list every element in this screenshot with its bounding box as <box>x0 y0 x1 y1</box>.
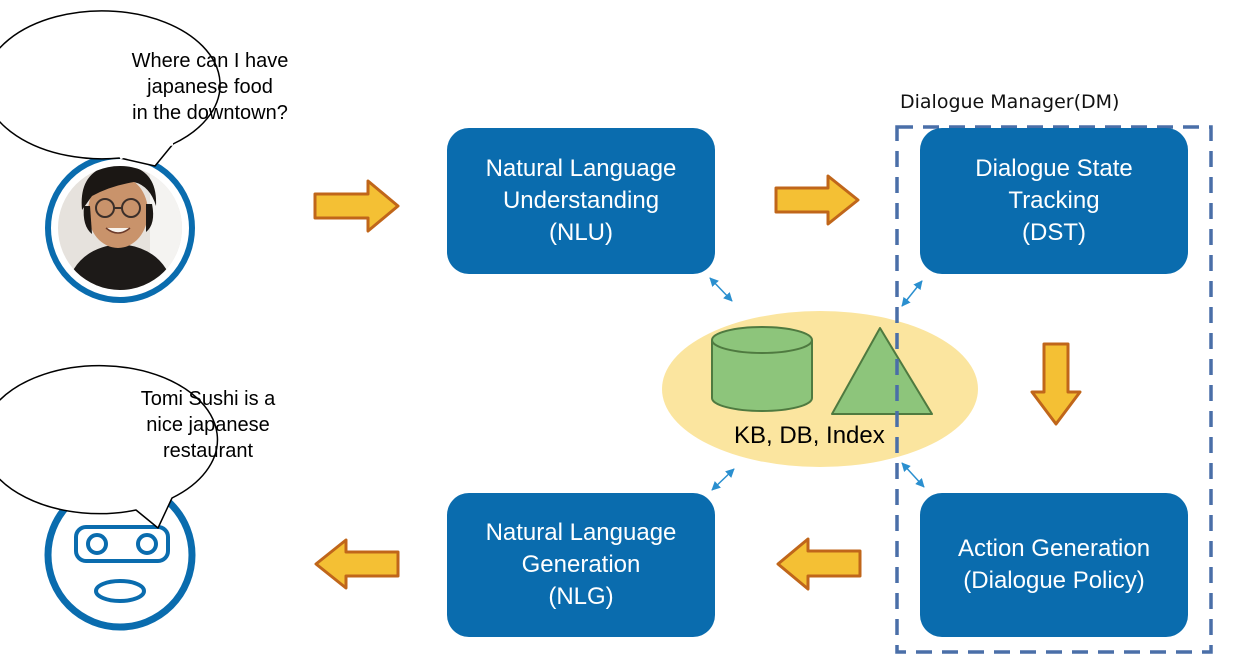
knowledge-store <box>662 311 978 467</box>
connector-kb-action <box>901 462 925 488</box>
nlu-line: Natural Language <box>485 155 677 182</box>
nlg-line: Generation <box>521 551 641 578</box>
bot-bubble-line: Tomi Sushi is a <box>140 388 276 410</box>
nlu-line: (NLU) <box>549 219 613 246</box>
connector-kb-nlg <box>711 468 735 491</box>
arrow-nlg-to-bot <box>314 538 400 590</box>
dst-line: (DST) <box>1022 219 1086 246</box>
connector-dst-kb <box>901 280 923 307</box>
dst-line: Tracking <box>1008 187 1100 214</box>
database-icon <box>711 326 813 412</box>
nlg-box: Natural Language Generation (NLG) <box>447 493 715 637</box>
nlg-line: Natural Language <box>485 519 677 546</box>
nlu-box: Natural Language Understanding (NLU) <box>447 128 715 274</box>
user-bubble-line: japanese food <box>147 76 273 98</box>
bot-bubble-line: restaurant <box>162 440 254 462</box>
arrow-nlu-to-dst <box>774 174 860 226</box>
user-speech-bubble <box>0 10 221 167</box>
arrow-user-to-nlu <box>313 179 400 233</box>
dialogue-manager-label: Dialogue Manager(DM) <box>900 91 1120 113</box>
user-avatar <box>45 153 195 303</box>
user-bubble-line: Where can I have <box>131 50 289 72</box>
bot-speech-bubble <box>0 364 219 529</box>
nlu-line: Understanding <box>502 187 660 214</box>
dst-line: Dialogue State <box>975 155 1133 182</box>
connector-nlu-kb <box>709 277 733 302</box>
connectors <box>709 277 925 491</box>
index-triangle-icon <box>831 327 933 415</box>
bot-bubble-line: nice japanese <box>146 414 270 436</box>
knowledge-label: KB, DB, Index <box>734 422 885 449</box>
nlg-line: (NLG) <box>548 583 614 610</box>
user-bubble-line: in the downtown? <box>132 102 288 124</box>
action-line: Action Generation <box>957 535 1151 562</box>
arrow-action-to-nlg <box>776 537 862 591</box>
action-line: (Dialogue Policy) <box>963 567 1145 594</box>
arrow-dst-to-action <box>1030 342 1082 426</box>
dst-box: Dialogue State Tracking (DST) <box>920 128 1188 274</box>
user-bubble-text: Where can I have japanese food in the do… <box>104 48 316 126</box>
action-generation-box: Action Generation (Dialogue Policy) <box>920 493 1188 637</box>
bot-bubble-text: Tomi Sushi is a nice japanese restaurant <box>102 386 314 464</box>
dialogue-manager-region <box>895 125 1213 654</box>
